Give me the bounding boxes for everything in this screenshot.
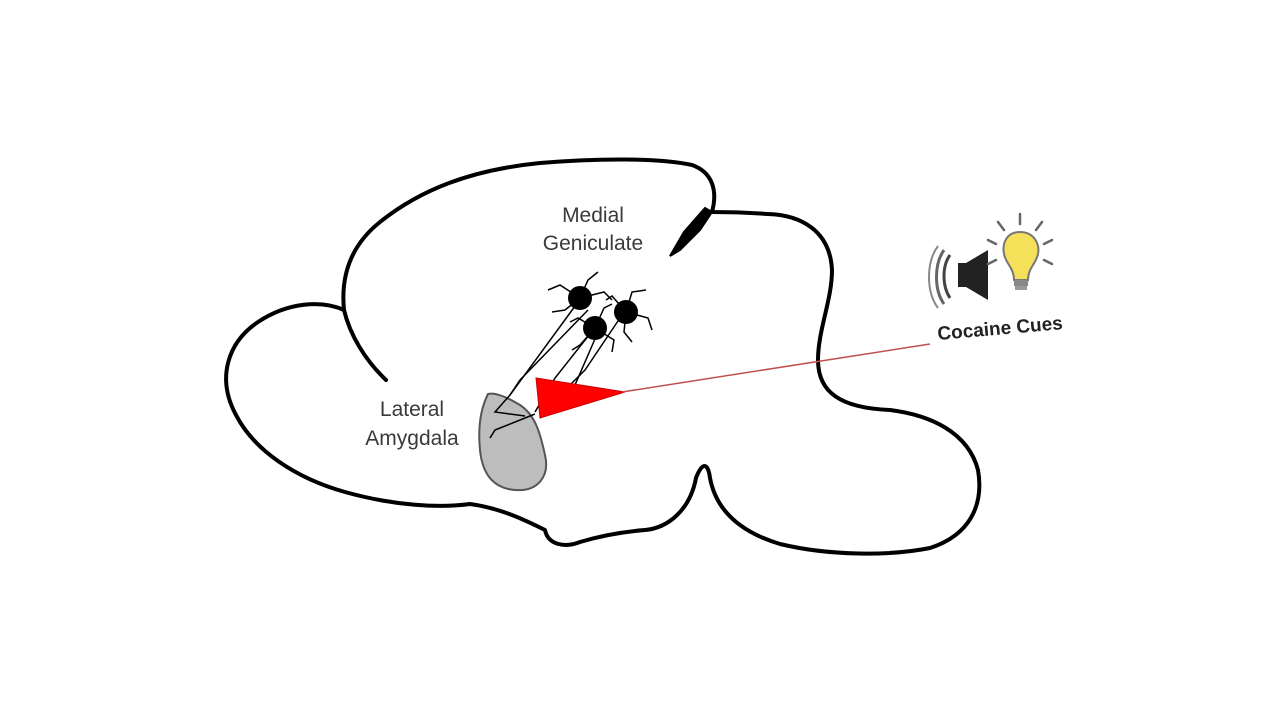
projection-neuron <box>535 377 626 419</box>
neuron-2-body <box>614 300 638 324</box>
medial-geniculate-label-line1: Medial <box>562 204 624 227</box>
neuron-1-body <box>568 286 592 310</box>
lateral-amygdala-region <box>478 392 548 492</box>
lightbulb-icon <box>986 212 1054 290</box>
cue-input-line <box>621 343 931 393</box>
fissure <box>669 206 714 257</box>
lateral-amygdala-label-line2: Amygdala <box>365 427 459 450</box>
medial-geniculate-label-line2: Geniculate <box>543 232 643 255</box>
speaker-icon <box>928 245 988 309</box>
cocaine-cues-label: Cocaine Cues <box>937 313 1064 345</box>
geniculate-neurons <box>547 271 653 353</box>
brain-outline <box>224 157 982 556</box>
lateral-amygdala-label-line1: Lateral <box>380 398 444 421</box>
neuron-3-body <box>583 316 607 340</box>
frontal-sulcus <box>342 308 388 382</box>
